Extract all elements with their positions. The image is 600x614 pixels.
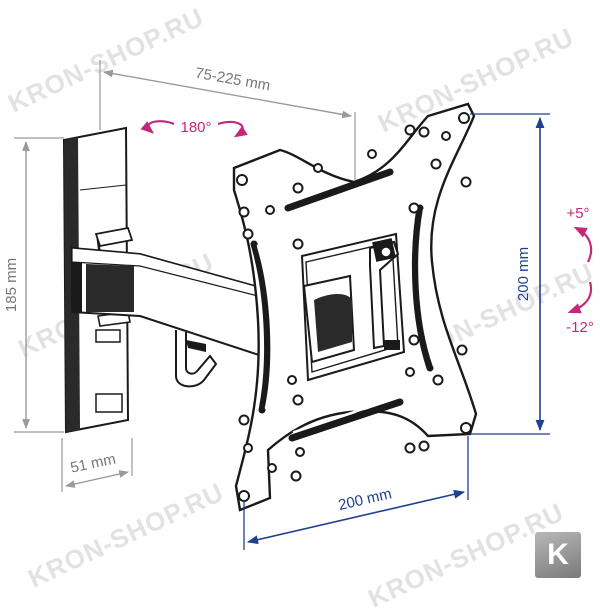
wall-height-label: 185 mm <box>3 258 20 312</box>
vesa-plate <box>232 102 478 512</box>
swivel-indicator: 180° <box>140 119 248 138</box>
bracket-drawing: 75-225 mm 180° 185 mm 51 mm <box>3 60 594 550</box>
wall-width-dimension: 51 mm <box>61 438 133 492</box>
vesa-horizontal-dimension: 200 mm <box>243 436 469 550</box>
swivel-label: 180° <box>180 119 211 136</box>
wall-width-label: 51 mm <box>69 451 117 477</box>
brand-logo: K <box>535 532 581 578</box>
vesa-vertical-dimension: 200 mm <box>470 113 550 435</box>
diagram-canvas: KRON-SHOP.RU KRON-SHOP.RU KRON-SHOP.RU K… <box>3 2 599 614</box>
tilt-up-label: +5° <box>566 205 589 222</box>
arm-extension-dimension: 75-225 mm <box>99 60 356 180</box>
tilt-down-label: -12° <box>566 319 594 336</box>
tilt-indicator: +5° -12° <box>566 205 594 336</box>
vesa-vertical-label: 200 mm <box>515 247 532 301</box>
wall-height-dimension: 185 mm <box>3 137 64 433</box>
